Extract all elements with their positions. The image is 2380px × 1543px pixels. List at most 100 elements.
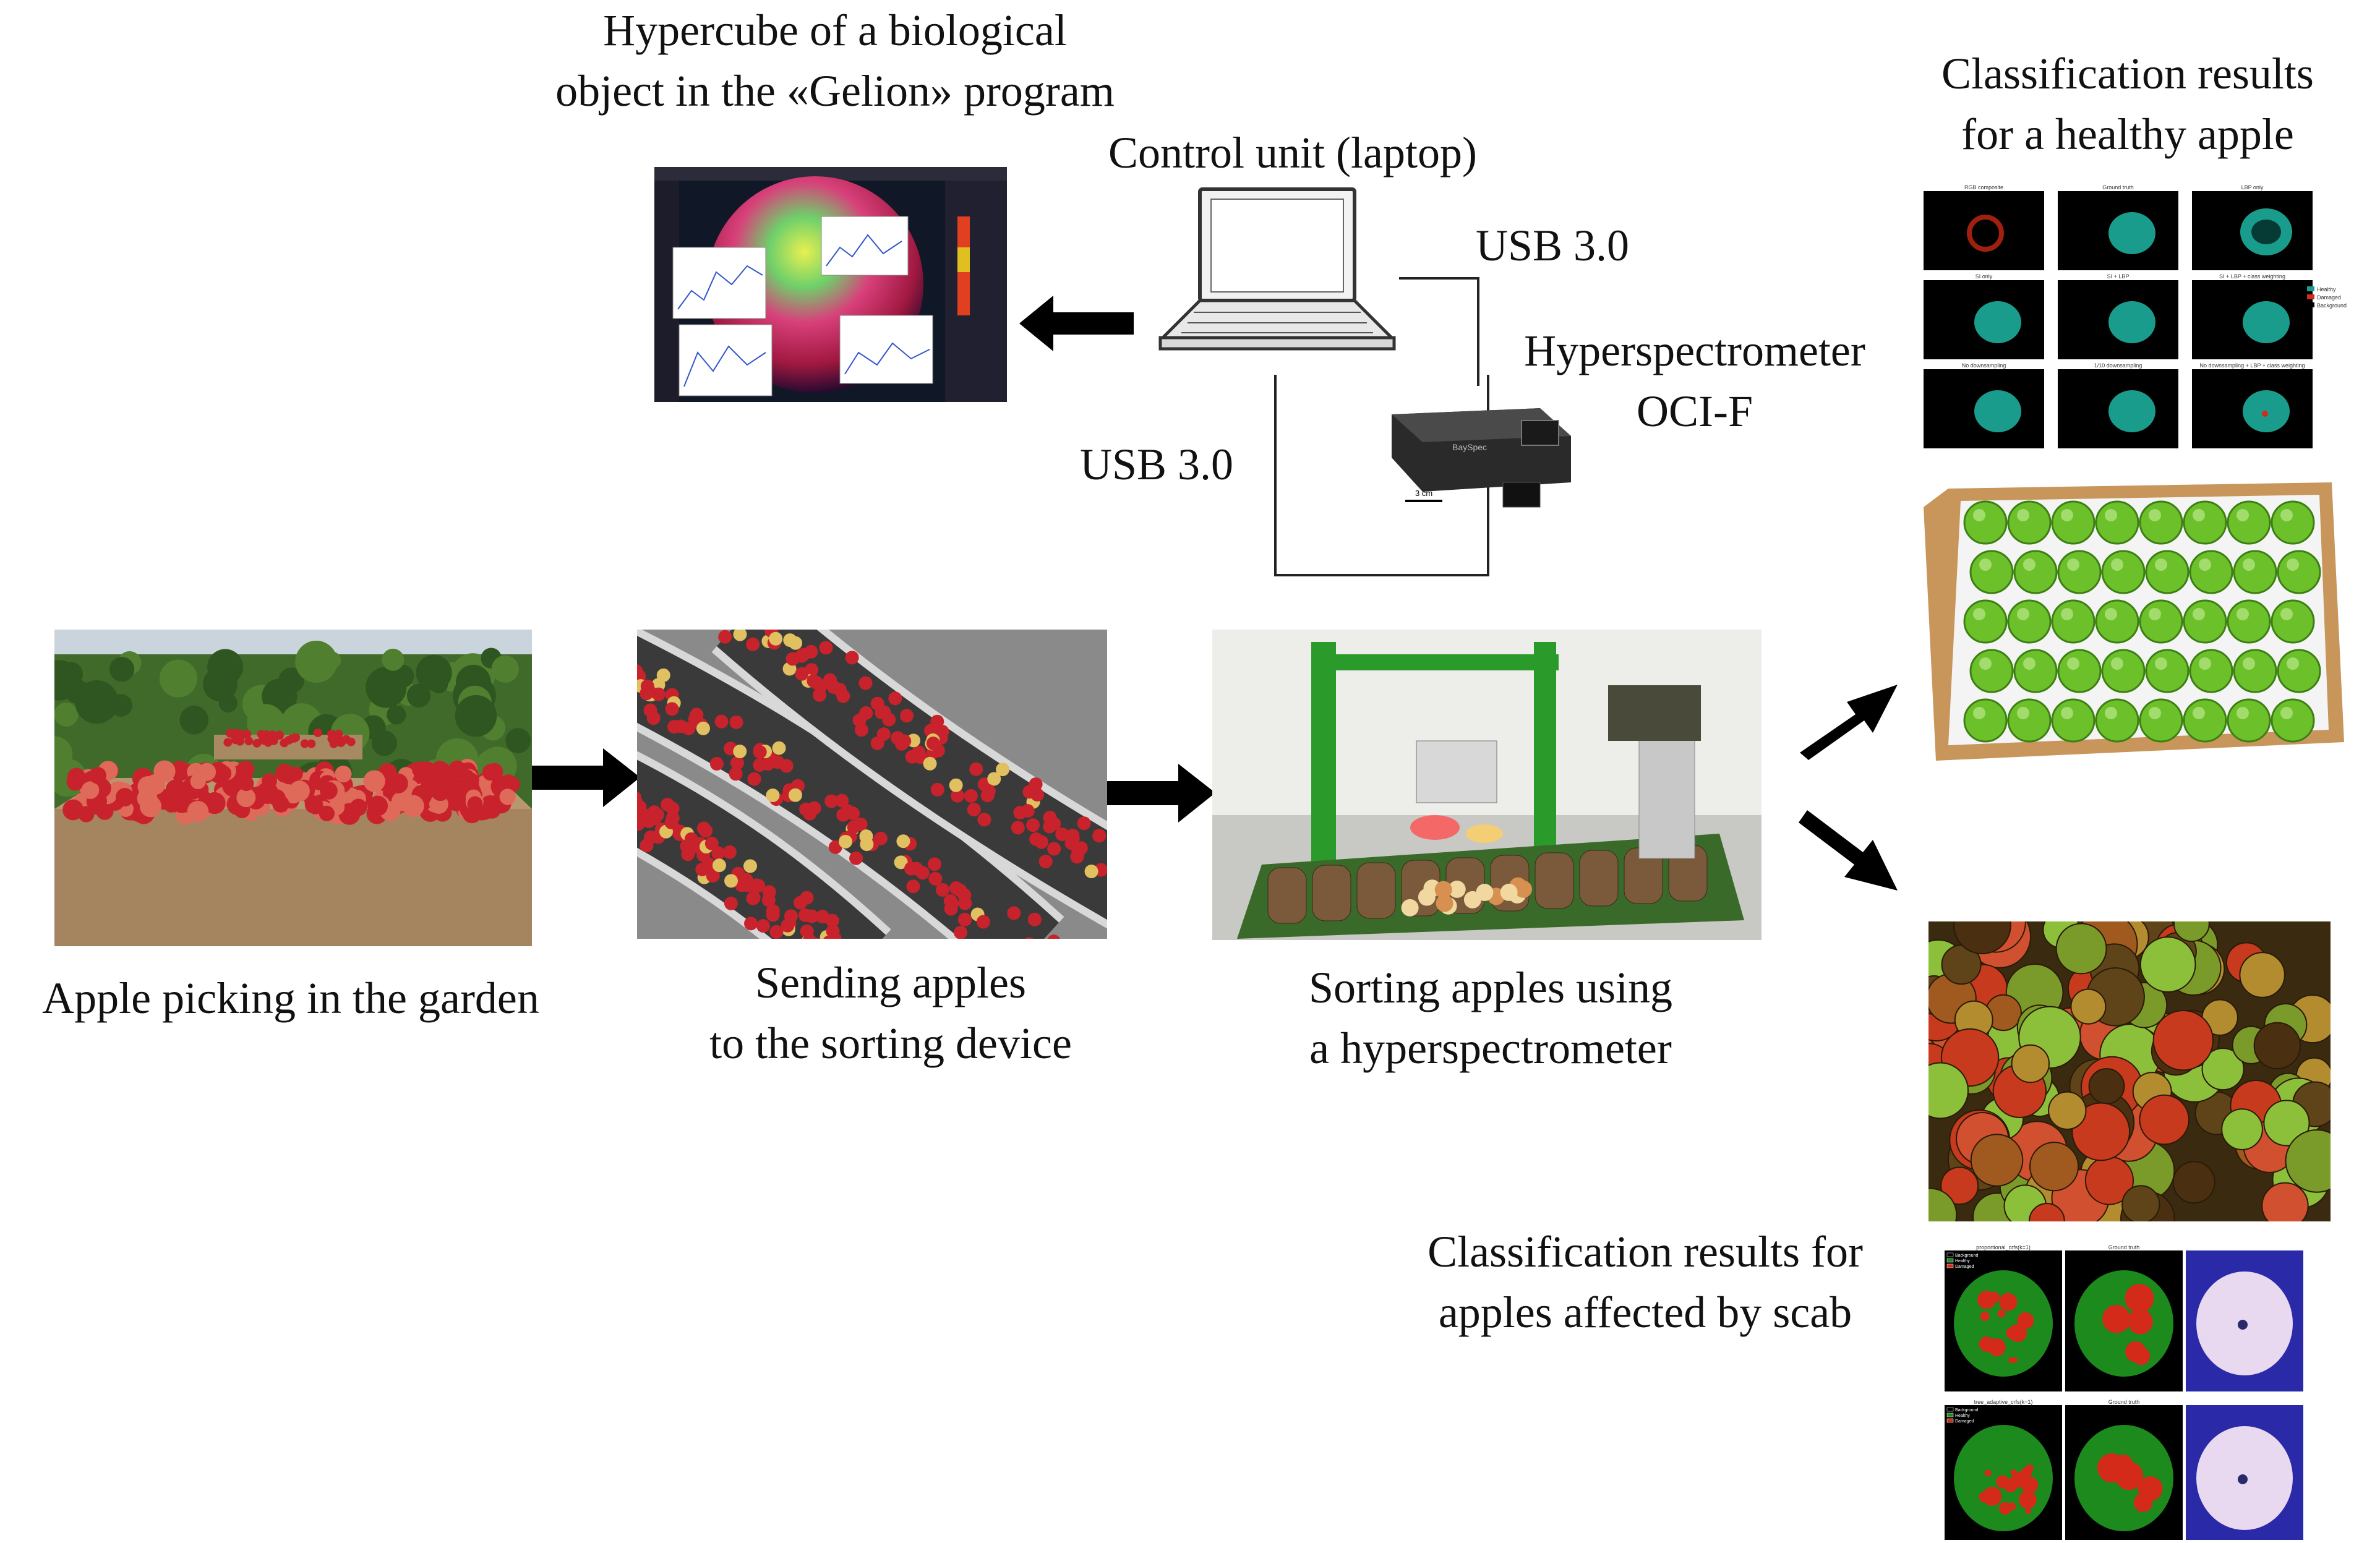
far-crate-apple (244, 737, 254, 746)
conveyor-apple (967, 803, 981, 817)
scab-results-label: Classification results for apples affect… (1379, 1221, 1911, 1343)
conveyor-apple (637, 811, 651, 826)
far-crate-apple (346, 737, 356, 746)
scab-legend-swatch (1946, 1407, 1954, 1412)
green-apple (2139, 599, 2183, 644)
conveyor-apple (746, 637, 760, 651)
hopper (1608, 685, 1701, 741)
apple-highlight (1973, 509, 1985, 521)
conveyor-apple (746, 891, 760, 905)
green-apple (2189, 649, 2233, 693)
gelion-screenshot-graphic (654, 167, 1007, 402)
scab-results-graphic: proportional_crfs(k=1)BackgroundHealthyD… (1945, 1244, 2303, 1540)
grid-apple-rgb (1967, 215, 2004, 252)
roller (1535, 852, 1574, 909)
rotten-apples-graphic (1928, 921, 2331, 1221)
sending-label: Sending apples to the sorting device (637, 952, 1144, 1074)
green-apple (2007, 599, 2052, 644)
conveyor-apple (709, 756, 724, 771)
far-crate-apple (223, 738, 233, 747)
scab-legend-swatch (1946, 1413, 1954, 1417)
orchard-foliage (387, 705, 406, 725)
sorting-apple (1418, 888, 1436, 906)
scab-lesion (2012, 1357, 2018, 1363)
scab-results-label-line2: apples affected by scab (1438, 1288, 1852, 1337)
conveyor-apple (1074, 841, 1088, 855)
rotten-apple (1970, 1134, 2024, 1187)
hyperspectral-camera-icon: BaySpec 3 cm (1379, 390, 1583, 513)
conveyor-apple (743, 859, 757, 873)
crate-apple (349, 798, 367, 816)
hypercube-label-line1: Hypercube of a biological (603, 6, 1067, 55)
conveyor-apple (1047, 817, 1061, 831)
green-apple (2183, 599, 2227, 644)
conveyor-apple (875, 706, 889, 720)
conveyor-apple (651, 687, 666, 701)
apple-highlight (2243, 657, 2255, 670)
healthy-results-label-line2: for a healthy apple (1961, 109, 2294, 159)
apple-highlight (2237, 707, 2249, 719)
sorting-machine-graphic (1212, 630, 1761, 940)
laptop-icon (1157, 186, 1398, 353)
green-apple (2271, 599, 2315, 644)
conveyor-apple (1029, 832, 1043, 846)
conveyor-apple (722, 845, 737, 859)
sorting-machine-photo (1212, 630, 1761, 940)
conveyor-apple (957, 912, 972, 926)
grid-panel (1924, 191, 2044, 270)
crate-apple (467, 796, 483, 812)
apple-highlight (1973, 608, 1985, 620)
apple-highlight (1979, 558, 1992, 571)
rotten-apple (2139, 936, 2196, 993)
apple-highlight (2105, 707, 2117, 719)
far-crate-apple (291, 733, 301, 742)
scab-panel-title: Ground truth (2108, 1244, 2140, 1250)
grid-apple (2108, 390, 2155, 432)
scab-rgb-spot (2238, 1474, 2248, 1484)
conveyor-graphic (637, 630, 1107, 939)
crate-apple (236, 788, 256, 808)
scab-panel-title: proportional_crfs(k=1) (1976, 1244, 2031, 1250)
conveyor-apple (847, 820, 861, 834)
control-cabinet (1638, 734, 1695, 859)
crate-apple (335, 766, 352, 783)
conveyor-apple (712, 858, 726, 873)
conveyor-apple (900, 709, 914, 723)
conveyor-apple (674, 719, 688, 733)
conveyor-apple (799, 802, 813, 816)
scab-legend-text: Healthy (1955, 1259, 1970, 1263)
conveyor-apple (640, 686, 654, 701)
rotten-apple (2221, 1108, 2263, 1150)
arrow-up-right-icon (1794, 677, 1905, 764)
scab-lesion (2102, 1304, 2131, 1333)
apple-highlight (2149, 509, 2161, 521)
far-crate-apple (252, 738, 262, 748)
scab-lesion (2115, 1461, 2144, 1490)
rotten-apple (2029, 1202, 2065, 1221)
apple-highlight (2280, 509, 2293, 521)
conveyor-apple (803, 933, 816, 939)
conveyor-apple (769, 925, 784, 939)
conveyor-apple (753, 758, 767, 772)
green-apple (2271, 500, 2315, 545)
apple-highlight (2193, 608, 2205, 620)
conveyor-apple (747, 772, 761, 786)
sorting-apple (1448, 880, 1466, 898)
apple-highlight (2155, 558, 2167, 571)
orchard-foliage (406, 683, 431, 708)
conveyor-apple (987, 772, 1001, 786)
healthy-results-label: Classification results for a healthy app… (1880, 43, 2375, 165)
conveyor-apple (696, 721, 710, 735)
crate-front (54, 809, 532, 946)
scab-lesion (2010, 1469, 2017, 1476)
conveyor-apple (888, 691, 902, 706)
crate-apple (115, 788, 134, 807)
apple-highlight (2287, 558, 2299, 571)
sorting-apple (1515, 880, 1533, 898)
conveyor-apple (904, 861, 918, 876)
sorting-apple (1401, 899, 1419, 917)
green-apple (2101, 550, 2146, 594)
scab-lesion (1998, 1502, 2012, 1515)
apple-highlight (2061, 707, 2073, 719)
crate-apple (304, 795, 323, 814)
